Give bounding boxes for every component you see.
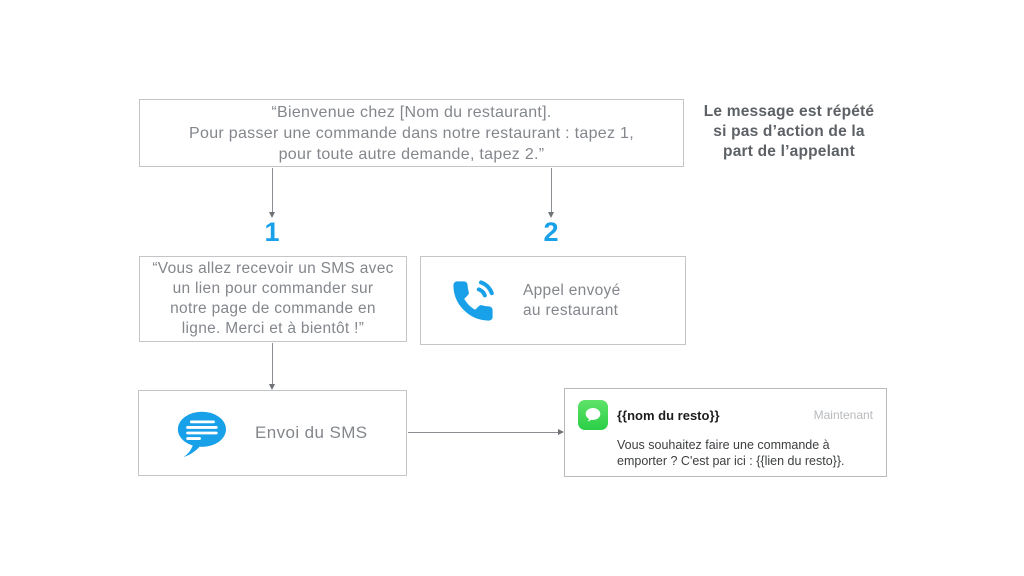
call-forward-box: Appel envoyé au restaurant [420, 256, 686, 345]
phone-call-icon [449, 277, 497, 325]
welcome-message-box: “Bienvenue chez [Nom du restaurant]. Pou… [139, 99, 684, 167]
branch-2-label: 2 [543, 217, 559, 247]
arrow-down-branch-1 [269, 168, 275, 218]
sms-info-text: “Vous allez recevoir un SMS avec un lien… [152, 260, 394, 337]
sms-send-label: Envoi du SMS [255, 423, 368, 442]
arrow-right-to-notification [408, 429, 564, 435]
sms-send-box: Envoi du SMS [138, 390, 407, 476]
welcome-message-text: “Bienvenue chez [Nom du restaurant]. Pou… [189, 103, 634, 163]
sms-notification-preview: {{nom du resto}} Maintenant Vous souhait… [564, 388, 887, 477]
sms-info-box: “Vous allez recevoir un SMS avec un lien… [139, 256, 407, 342]
notification-header: {{nom du resto}} Maintenant [578, 400, 873, 430]
branch-1-label: 1 [264, 217, 280, 247]
arrow-down-branch-2 [548, 168, 554, 218]
chat-bubble-icon [173, 408, 229, 458]
arrow-down-to-sms-send [269, 343, 275, 390]
notification-body: Vous souhaitez faire une commande à empo… [617, 438, 845, 468]
notification-timestamp: Maintenant [813, 408, 873, 422]
imessage-app-icon [578, 400, 608, 430]
notification-title: {{nom du resto}} [617, 407, 720, 423]
repeat-note: Le message est répété si pas d’action de… [703, 103, 875, 160]
call-forward-label: Appel envoyé au restaurant [523, 281, 621, 319]
